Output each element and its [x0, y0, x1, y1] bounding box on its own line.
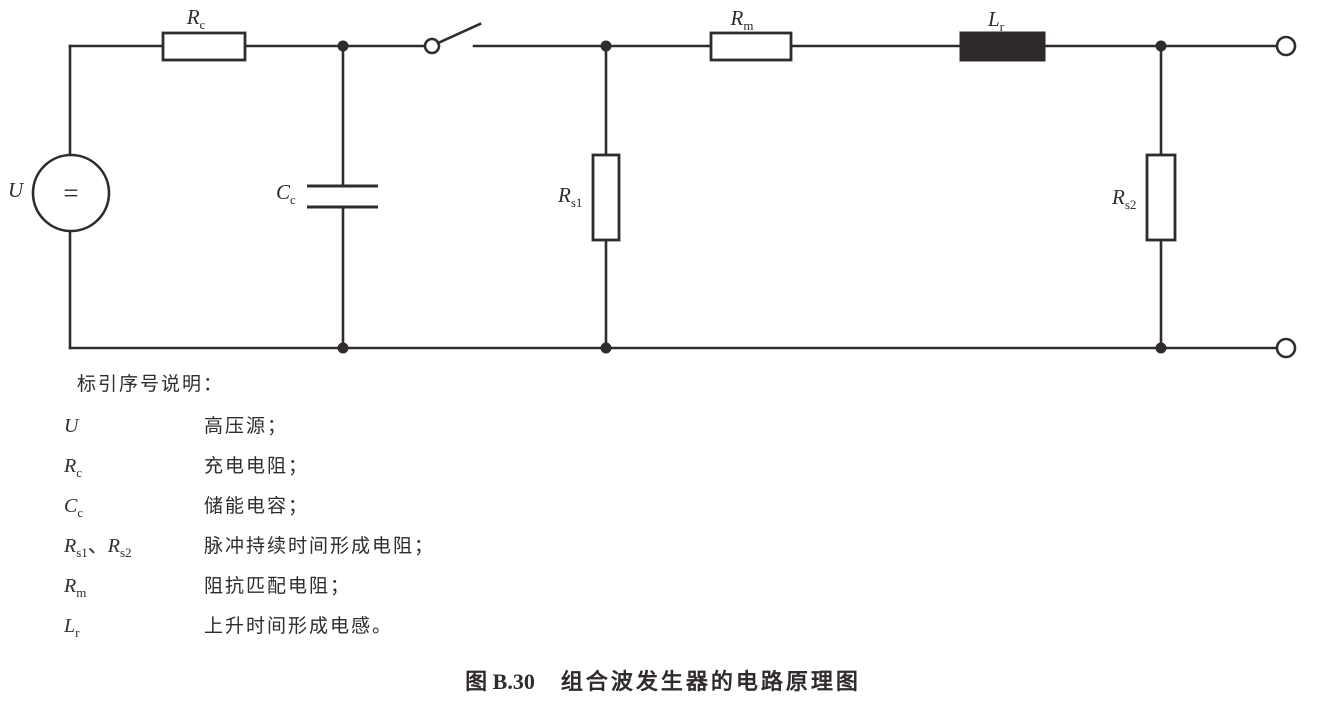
label-u: U: [8, 178, 25, 202]
resistor-rs1: Rs1: [557, 153, 621, 242]
terminal-bottom: [1275, 337, 1297, 359]
label-rs1: Rs1: [557, 183, 582, 210]
junction-dot: [600, 40, 612, 52]
legend-symbol: Rm: [64, 575, 87, 600]
circuit-schematic: = U Rc Cc Rs1 Rm: [8, 5, 1297, 359]
resistor-body: [591, 153, 621, 242]
legend-row: Cc 储能电容；: [64, 486, 824, 526]
legend-description: 阻抗匹配电阻；: [204, 576, 352, 597]
junction-dot: [600, 342, 612, 354]
junction-dot: [1155, 40, 1167, 52]
capacitor-cc: Cc: [276, 180, 378, 209]
terminal-top: [1275, 35, 1297, 57]
voltage-source-circle: [31, 153, 111, 233]
wires: [68, 44, 1279, 350]
legend-description: 储能电容；: [204, 496, 310, 517]
resistor-rm: Rm: [709, 6, 793, 62]
resistor-rs2: Rs2: [1111, 153, 1177, 242]
switch-lever: [436, 22, 482, 45]
legend-symbol: Rs1、Rs2: [64, 535, 132, 560]
label-rc: Rc: [186, 5, 206, 32]
resistor-body: [161, 31, 247, 62]
junction-dot: [1155, 342, 1167, 354]
junction-dots: [337, 40, 1167, 354]
legend-row: Rs1、Rs2 脉冲持续时间形成电阻；: [64, 526, 824, 566]
legend-row: Rm 阻抗匹配电阻；: [64, 566, 824, 606]
legend-row: U 高压源；: [64, 406, 824, 446]
legend-symbol: Rc: [64, 455, 82, 480]
figure-number: 图 B.30: [465, 669, 535, 694]
resistor-body: [709, 31, 793, 62]
inductor-lr: Lr: [959, 7, 1046, 62]
legend-symbol: Lr: [64, 615, 80, 640]
legend-row: Lr 上升时间形成电感。: [64, 606, 824, 646]
resistor-body: [1145, 153, 1177, 242]
switch-pivot: [423, 37, 441, 55]
resistor-rc: Rc: [161, 5, 247, 62]
label-lr: Lr: [987, 7, 1005, 34]
legend-description: 充电电阻；: [204, 456, 310, 477]
legend: 标引序号说明： U 高压源； Rc 充电电阻； Cc 储能电容； Rs1、Rs2…: [64, 370, 824, 646]
inductor-body: [959, 31, 1046, 62]
legend-symbol: U: [64, 415, 79, 437]
legend-description: 上升时间形成电感。: [204, 616, 394, 637]
switch: [423, 22, 482, 55]
legend-row: Rc 充电电阻；: [64, 446, 824, 486]
junction-dot: [337, 342, 349, 354]
figure-caption: 图 B.30 组合波发生器的电路原理图: [0, 664, 1326, 696]
legend-description: 脉冲持续时间形成电阻；: [204, 536, 436, 557]
label-rs2: Rs2: [1111, 185, 1136, 212]
legend-description: 高压源；: [204, 416, 289, 437]
output-terminals: [1275, 35, 1297, 359]
legend-symbol: Cc: [64, 495, 84, 520]
voltage-source: = U: [8, 153, 111, 233]
label-rm: Rm: [730, 6, 754, 33]
legend-heading: 标引序号说明：: [77, 374, 225, 395]
figure-title: 组合波发生器的电路原理图: [560, 669, 861, 694]
junction-dot: [337, 40, 349, 52]
label-cc: Cc: [276, 180, 296, 207]
dc-symbol: =: [63, 178, 78, 208]
